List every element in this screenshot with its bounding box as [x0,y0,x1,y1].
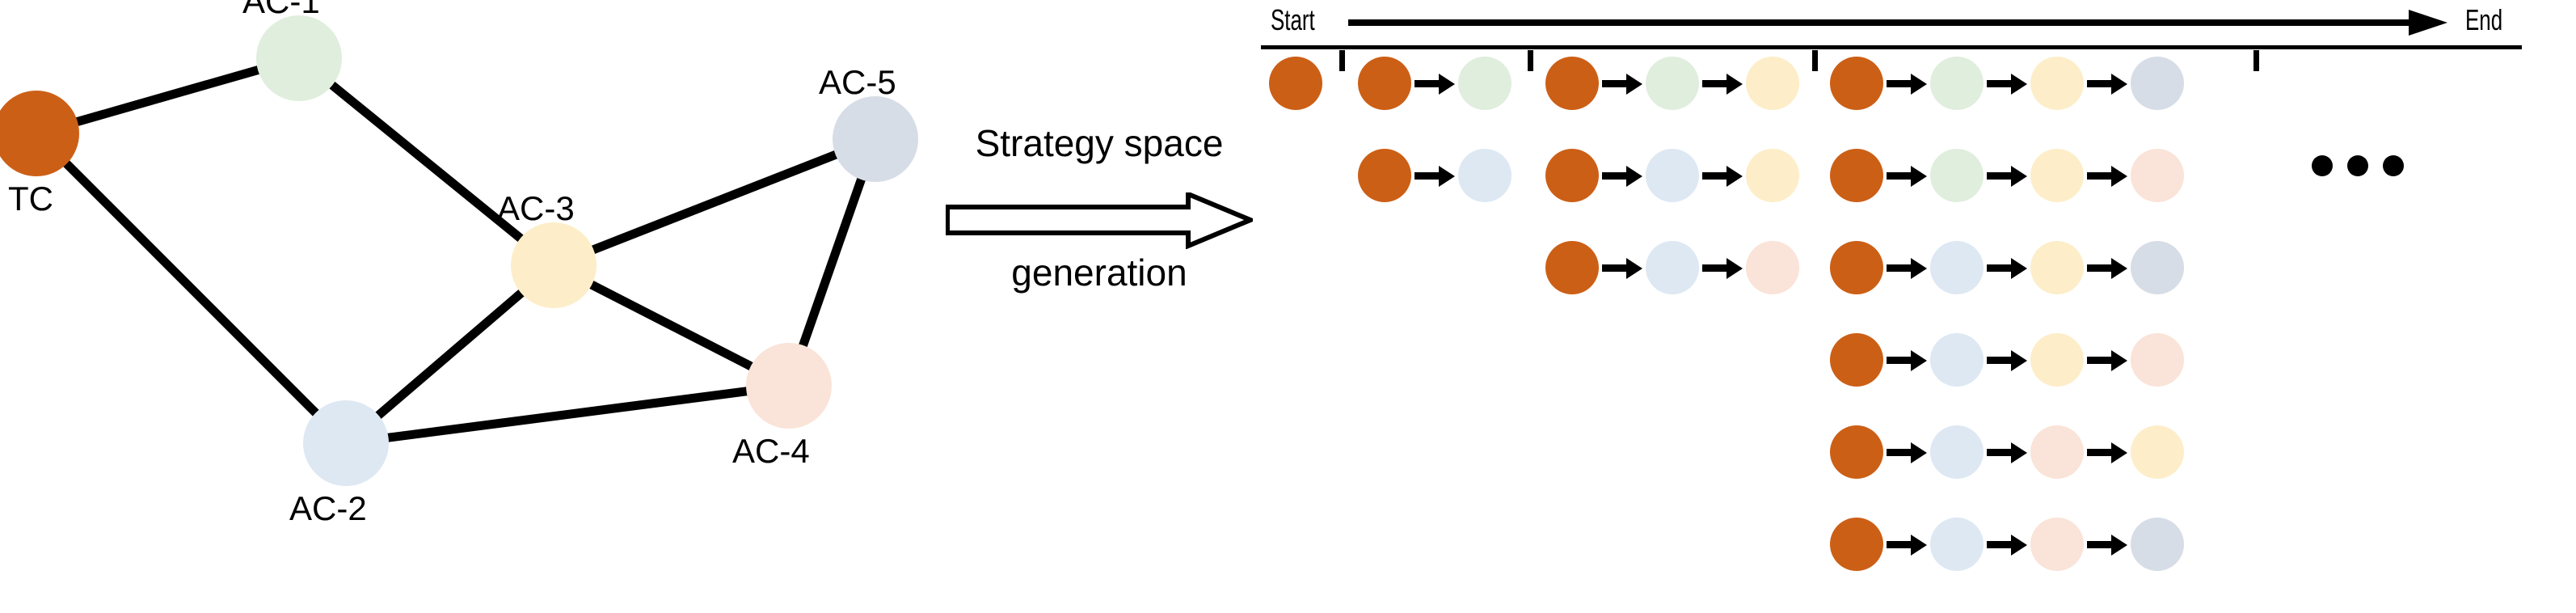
strategy-chip-ac3-yellow[interactable] [2030,241,2084,294]
block-arrow-right-icon [946,192,1253,249]
strategy-chip-ac1-green[interactable] [1930,57,1984,110]
end-label: End [2465,3,2503,36]
graph-node-tc[interactable] [0,91,79,176]
strategy-chip-ac2-blue[interactable] [1930,333,1984,387]
graph-edge [326,78,527,245]
strategy-chip-ac2-blue[interactable] [1646,241,1699,294]
strategy-chip-tc[interactable] [1830,518,1883,571]
strategy-chip-ac4-pink[interactable] [1746,241,1799,294]
graph-node-label-ac-2: AC-2 [289,489,367,527]
strategy-chip-tc[interactable] [1545,241,1599,294]
graph-node-label-ac-5: AC-5 [819,63,896,101]
group-separator-3 [1812,50,1818,608]
strategy-chip-ac3-yellow[interactable] [1746,149,1799,202]
strategy-chip-tc[interactable] [1545,149,1599,202]
strategy-chip-ac3-yellow[interactable] [2030,57,2084,110]
graph-edge [797,173,867,352]
transition-label-line1: Strategy space [975,122,1224,164]
graph-node-ac-4[interactable] [746,343,832,429]
strategy-chip-ac2-blue[interactable] [1458,149,1511,202]
strategy-chip-tc[interactable] [1830,149,1883,202]
group-separator-2 [1528,50,1533,293]
strategy-chip-tc[interactable] [1269,57,1322,110]
strategy-chip-ac1-green[interactable] [1930,149,1984,202]
graph-edges-layer [60,64,867,443]
ellipsis-dot [2312,155,2333,176]
strategy-chip-ac5-gray[interactable] [2131,57,2184,110]
graph-edge [71,64,264,128]
strategy-space-panel: Start End [1261,0,2576,613]
strategy-chip-tc[interactable] [1830,241,1883,294]
graph-node-ac-5[interactable] [833,96,918,182]
strategy-chip-ac4-pink[interactable] [2131,149,2184,202]
graph-edge [372,286,528,422]
group-separator-1 [1339,50,1345,196]
strategy-chip-ac3-yellow[interactable] [2030,149,2084,202]
graph-edge [585,278,757,373]
start-end-arrow-icon [1348,10,2447,36]
strategy-chip-ac5-gray[interactable] [2131,518,2184,571]
start-end-axis: Start End [1261,0,2576,49]
strategy-chip-ac4-pink[interactable] [2131,333,2184,387]
strategy-chip-tc[interactable] [1358,149,1411,202]
strategy-chip-ac1-green[interactable] [1646,57,1699,110]
strategy-chip-tc[interactable] [1830,57,1883,110]
graph-node-label-ac-1: AC-1 [242,0,320,20]
graph-edge [60,157,323,420]
strategy-chip-ac3-yellow[interactable] [2131,425,2184,479]
strategy-chip-tc[interactable] [1545,57,1599,110]
strategy-chip-ac2-blue[interactable] [1646,149,1699,202]
strategy-chip-ac2-blue[interactable] [1930,241,1984,294]
strategy-chip-ac3-yellow[interactable] [2030,333,2084,387]
strategy-chip-tc[interactable] [1830,333,1883,387]
strategy-chip-tc[interactable] [1830,425,1883,479]
start-label: Start [1271,3,1315,36]
transition-label-line2: generation [1011,252,1187,294]
strategy-chip-ac2-blue[interactable] [1930,518,1984,571]
graph-node-ac-2[interactable] [303,400,389,486]
strategy-chip-ac2-blue[interactable] [1930,425,1984,479]
graph-node-label-ac-3: AC-3 [497,189,575,227]
graph-edge [382,386,753,443]
strategy-chip-ac1-green[interactable] [1458,57,1511,110]
graph-edge [587,149,842,256]
ellipsis-dot [2347,155,2368,176]
ellipsis-dot [2383,155,2404,176]
graph-node-label-tc: TC [8,180,53,218]
strategy-chip-ac4-pink[interactable] [2030,518,2084,571]
ellipsis-indicator [2312,155,2418,180]
graph-node-label-ac-4: AC-4 [732,432,810,470]
strategy-chip-ac4-pink[interactable] [2030,425,2084,479]
strategy-chip-ac3-yellow[interactable] [1746,57,1799,110]
group-separator-4 [2253,50,2259,608]
strategy-chip-tc[interactable] [1358,57,1411,110]
strategy-space-generation-arrow: Strategy space generation [930,121,1269,323]
strategy-chip-ac5-gray[interactable] [2131,241,2184,294]
graph-node-ac-1[interactable] [256,15,342,101]
panel-top-rule [1261,45,2522,49]
graph-node-ac-3[interactable] [511,222,597,308]
